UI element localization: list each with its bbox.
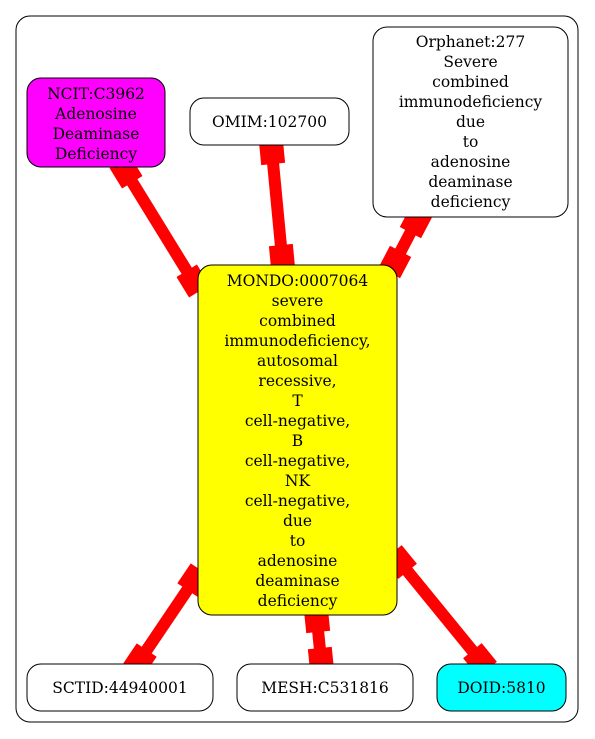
node-doid: DOID:5810: [436, 663, 567, 712]
node-label-line: deficiency: [258, 592, 338, 610]
node-label-line: Deficiency: [55, 145, 137, 163]
node-box: [197, 264, 398, 616]
node-label-line: NCIT:C3962: [47, 85, 145, 103]
node-label-line: MESH:C531816: [261, 679, 389, 697]
node-label-line: cell-negative,: [245, 452, 350, 470]
node-label-line: due: [283, 512, 312, 530]
node-label-line: combined: [259, 312, 336, 330]
node-mondo-0007064: MONDO:0007064 severe combined immunodeficie…: [197, 264, 398, 616]
node-label-line: SCTID:44940001: [52, 679, 187, 697]
node-label-line: B: [292, 432, 303, 450]
node-label-line: Orphanet:277: [416, 33, 525, 51]
node-label-line: MONDO:0007064: [227, 272, 369, 290]
node-label-line: deaminase: [255, 572, 339, 590]
edge-line: [135, 576, 199, 664]
node-label-line: deficiency: [431, 193, 511, 211]
node-label-line: recessive,: [258, 372, 336, 390]
node-label-line: combined: [432, 73, 509, 91]
node-label-line: T: [292, 392, 303, 410]
edge-line: [395, 558, 485, 664]
node-label-line: NK: [285, 472, 311, 490]
node-box: [372, 26, 569, 218]
node-label-line: Adenosine: [54, 105, 137, 123]
node-box: [189, 97, 350, 146]
node-box: [436, 663, 567, 712]
node-sctid: SCTID:44940001: [26, 663, 214, 712]
node-label-line: to: [290, 532, 306, 550]
node-label-line: immunodeficiency: [399, 93, 543, 111]
node-label-line: severe: [272, 292, 324, 310]
node-label-line: adenosine: [258, 552, 338, 570]
node-label-line: Severe: [443, 53, 497, 71]
node-label-line: due: [456, 113, 485, 131]
node-label-line: autosomal: [257, 352, 338, 370]
node-label-line: Deaminase: [53, 125, 140, 143]
node-label-line: OMIM:102700: [212, 113, 327, 131]
node-label-line: adenosine: [431, 153, 511, 171]
node-label-line: immunodeficiency,: [224, 332, 370, 350]
node-box: [26, 663, 214, 712]
edge-end-marker: [268, 243, 296, 271]
node-box: [26, 77, 166, 168]
nodes-layer: MONDO:0007064 severe combined immunodeficie…: [26, 26, 569, 712]
node-mesh: MESH:C531816: [236, 663, 414, 712]
node-label-line: DOID:5810: [457, 679, 545, 697]
edge-line: [266, 151, 288, 258]
node-label-line: cell-negative,: [245, 412, 350, 430]
node-omim: OMIM:102700: [189, 97, 350, 146]
edge-line: [120, 168, 199, 285]
node-label-line: cell-negative,: [245, 492, 350, 510]
node-label-line: deaminase: [428, 173, 512, 191]
node-label-line: to: [463, 133, 479, 151]
node-box: [236, 663, 414, 712]
